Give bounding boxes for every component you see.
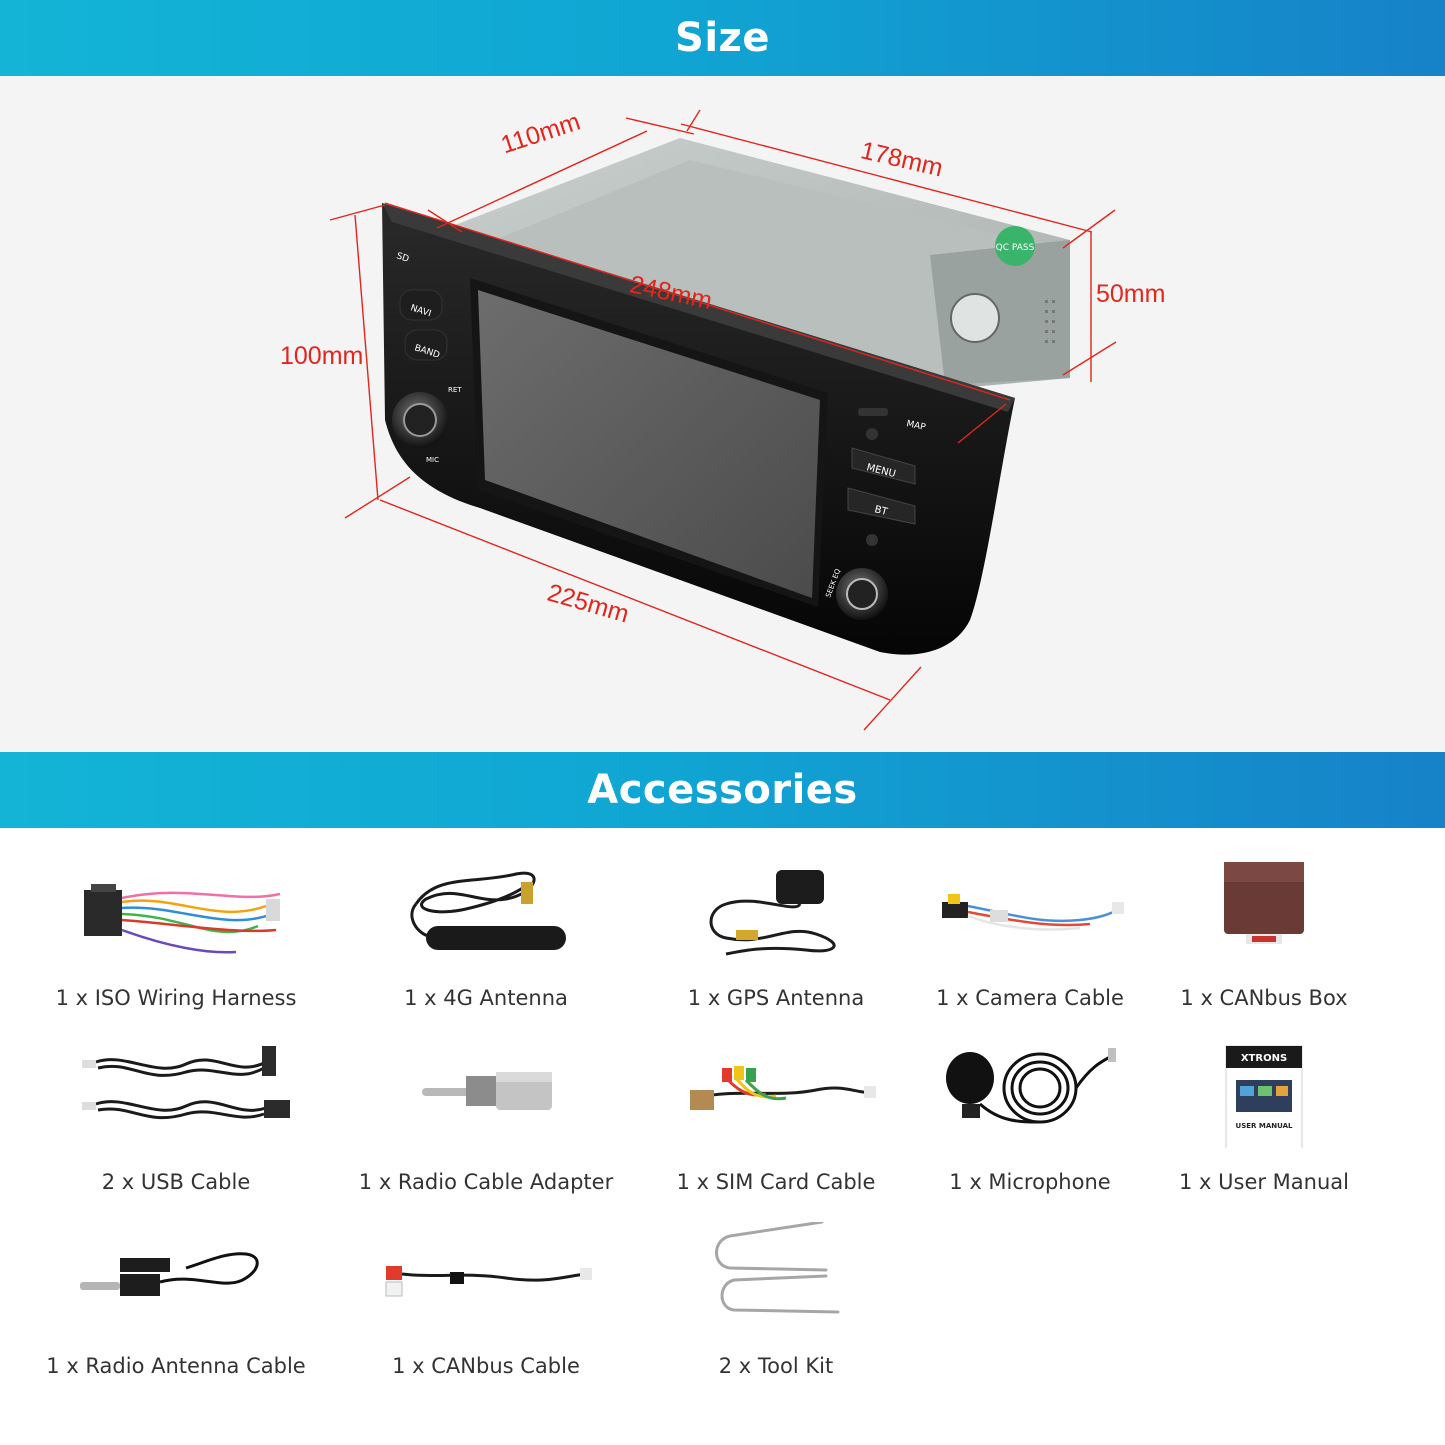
sd-card-slot — [858, 408, 888, 416]
usb-cable-icon — [82, 1046, 290, 1120]
map-label: MAP — [905, 419, 927, 433]
accessory-label: 1 x ISO Wiring Harness — [55, 986, 297, 1010]
accessory-label: 1 x User Manual — [1179, 1170, 1349, 1194]
accessory-item-canbus-cable: 1 x CANbus Cable — [346, 1222, 626, 1392]
accessory-label: 1 x Microphone — [949, 1170, 1111, 1194]
accessory-label: 2 x USB Cable — [101, 1170, 251, 1194]
accessory-item-radio-adapter: 1 x Radio Cable Adapter — [346, 1038, 626, 1208]
sim-cable-icon — [690, 1066, 876, 1110]
accessory-item-tool-kit: 2 x Tool Kit — [636, 1222, 916, 1392]
size-diagram: QC PASS SD NAVI BAND RET — [0, 76, 1445, 752]
size-section-title: Size — [0, 0, 1445, 76]
qc-pass-text: QC PASS — [996, 243, 1035, 253]
ret-label: RET — [448, 386, 462, 394]
accessory-label: 1 x SIM Card Cable — [676, 1170, 876, 1194]
gps-antenna-icon — [709, 870, 836, 956]
accessory-label: 1 x Radio Cable Adapter — [358, 1170, 614, 1194]
accessory-item-user-manual: XTRONS USER MANUAL 1 x User Manual — [1124, 1038, 1404, 1208]
accessory-label: 2 x Tool Kit — [718, 1354, 834, 1378]
wiring-harness-icon — [84, 884, 281, 954]
manual-title: USER MANUAL — [1236, 1122, 1293, 1130]
touch-screen — [478, 290, 820, 598]
accessory-item-iso-harness: 1 x ISO Wiring Harness — [36, 854, 316, 1024]
dimension-lines — [329, 109, 1117, 731]
accessory-item-canbus-box: 1 x CANbus Box — [1124, 854, 1404, 1024]
accessory-item-4g-antenna: 1 x 4G Antenna — [346, 854, 626, 1024]
bt-button — [847, 487, 916, 525]
radio-adapter-icon — [422, 1072, 552, 1110]
tool-kit-icon — [715, 1222, 840, 1314]
accessories-grid: 1 x ISO Wiring Harness 1 x 4G Antenna 1 … — [0, 828, 1445, 1445]
accessories-section-title: Accessories — [0, 752, 1445, 828]
radio-antenna-cable-icon — [80, 1252, 259, 1296]
accessory-item-microphone: 1 x Microphone — [890, 1038, 1170, 1208]
accessory-item-usb-cable: 2 x USB Cable — [36, 1038, 316, 1208]
mic-label: MIC — [426, 456, 439, 464]
accessory-item-radio-antenna-cable: 1 x Radio Antenna Cable — [36, 1222, 316, 1392]
qc-pass-sticker — [995, 226, 1035, 266]
4g-antenna-icon — [410, 871, 566, 950]
front-height-dimension-label: 100mm — [280, 342, 364, 370]
accessory-label: 1 x 4G Antenna — [404, 986, 568, 1010]
band-button — [404, 329, 448, 361]
accessory-label: 1 x CANbus Cable — [392, 1354, 580, 1378]
chassis: QC PASS — [455, 138, 1070, 388]
user-manual-icon: XTRONS USER MANUAL — [1225, 1045, 1303, 1148]
accessory-item-sim-cable: 1 x SIM Card Cable — [636, 1038, 916, 1208]
accessory-label: 1 x CANbus Box — [1180, 986, 1348, 1010]
front-bezel: SD NAVI BAND RET MIC MAP MENU BT SEEK EQ — [382, 203, 1015, 655]
accessory-label: 1 x Radio Antenna Cable — [46, 1354, 306, 1378]
menu-button — [851, 447, 916, 485]
microphone-icon — [946, 1048, 1116, 1124]
brand-seal — [950, 293, 1000, 343]
camera-cable-icon — [942, 894, 1124, 931]
accessory-label: 1 x GPS Antenna — [687, 986, 865, 1010]
accessory-item-camera-cable: 1 x Camera Cable — [890, 854, 1170, 1024]
navi-button — [399, 289, 443, 321]
accessory-item-gps-antenna: 1 x GPS Antenna — [636, 854, 916, 1024]
manual-brand: XTRONS — [1241, 1053, 1287, 1064]
head-unit-illustration: QC PASS SD NAVI BAND RET — [329, 109, 1117, 731]
canbus-cable-icon — [385, 1266, 592, 1297]
back-height-dimension-label: 50mm — [1096, 280, 1166, 308]
canbus-box-icon — [1224, 862, 1304, 944]
sd-label: SD — [395, 251, 410, 264]
bt-label: BT — [873, 504, 889, 518]
accessory-label: 1 x Camera Cable — [936, 986, 1124, 1010]
